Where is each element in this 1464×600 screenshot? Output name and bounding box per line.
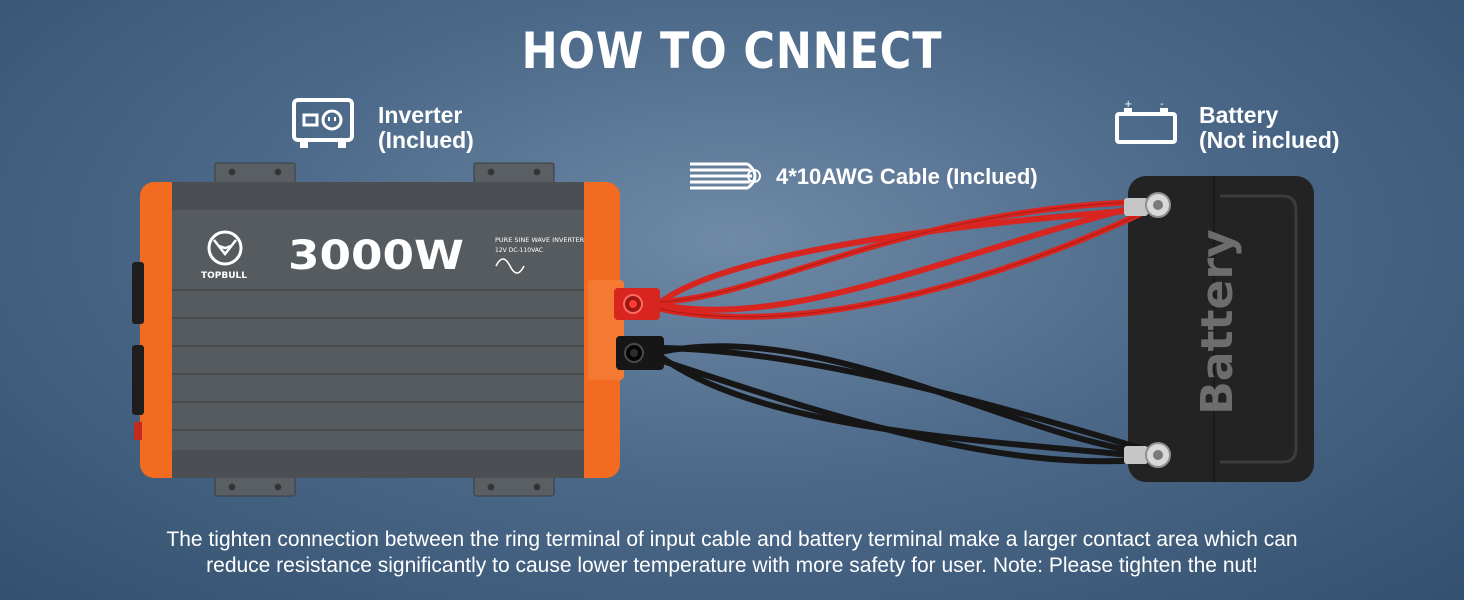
caption-line1: The tighten connection between the ring … <box>166 528 1298 551</box>
inverter-label-line1: Inverter <box>378 102 463 128</box>
positive-terminal <box>614 288 660 320</box>
battery-label-line2: (Not inclued) <box>1199 127 1340 153</box>
battery-icon: + - <box>1115 100 1177 144</box>
svg-text:-: - <box>1160 100 1164 110</box>
battery-label: Battery (Not inclued) <box>1199 103 1340 153</box>
battery-text: Battery <box>1192 229 1243 415</box>
inverter-logo <box>207 230 243 266</box>
red-cable <box>653 199 1143 320</box>
battery-negative-ring-terminal <box>1124 442 1171 468</box>
inverter-icon <box>292 98 354 148</box>
inverter-brand: TOPBULL <box>201 271 247 281</box>
black-cable <box>657 343 1143 465</box>
inverter-label: Inverter (Inclued) <box>378 103 474 153</box>
inverter-mount-tabs <box>214 162 555 497</box>
battery: Battery <box>1128 176 1314 482</box>
inverter-wattage: 3000W <box>288 233 464 279</box>
cable-icon <box>690 162 761 190</box>
svg-text:+: + <box>1124 100 1132 110</box>
inverter: TOPBULL 3000W PURE SINE WAVE INVERTER 12… <box>132 182 624 478</box>
caption: The tighten connection between the ring … <box>80 527 1384 579</box>
negative-terminal <box>616 336 664 370</box>
cable-label: 4*10AWG Cable (Inclued) <box>776 164 1038 189</box>
battery-positive-ring-terminal <box>1124 192 1171 218</box>
caption-line2: reduce resistance significantly to cause… <box>206 554 1258 577</box>
inverter-label-line2: (Inclued) <box>378 127 474 153</box>
page-title: HOW TO CNNECT <box>521 22 943 80</box>
battery-label-line1: Battery <box>1199 102 1279 128</box>
inverter-voltage-text: 12V DC-110VAC <box>495 247 543 254</box>
inverter-type-text: PURE SINE WAVE INVERTER <box>495 236 585 244</box>
sine-wave-icon <box>495 258 525 274</box>
